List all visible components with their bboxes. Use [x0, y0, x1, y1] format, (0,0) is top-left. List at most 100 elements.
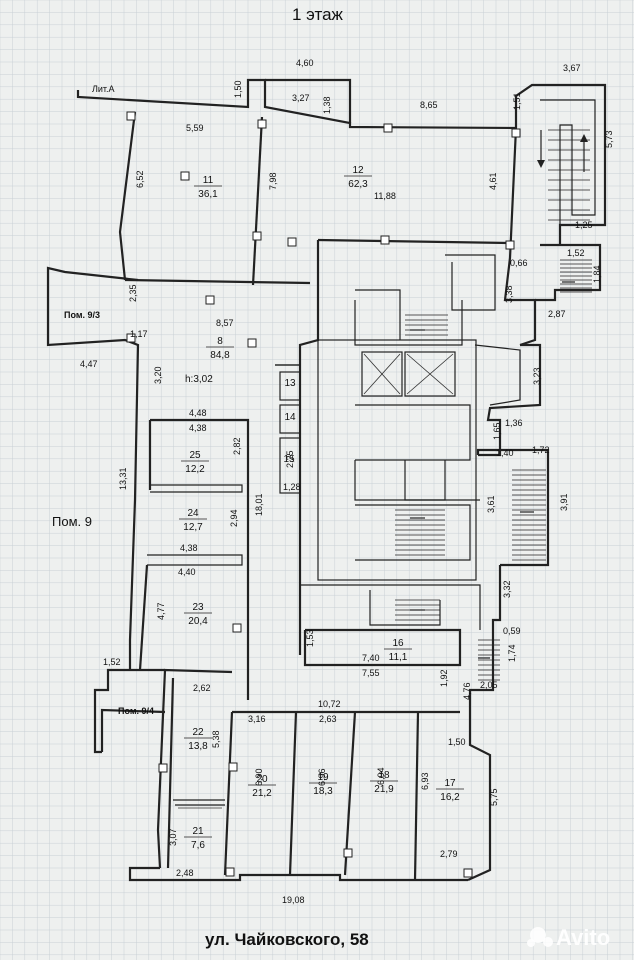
column-marker — [232, 623, 242, 633]
dimension-label: 4,38 — [189, 423, 207, 433]
dimension-label: 4,47 — [80, 359, 98, 369]
dimension-label: 1,28 — [283, 482, 301, 492]
dimension-label: 11,88 — [374, 191, 396, 201]
dimension-label: 3,91 — [559, 493, 569, 511]
outer-walls — [46, 78, 607, 882]
room-number-25: 25 — [189, 450, 201, 461]
dimension-label: 1,92 — [439, 669, 449, 687]
column-marker — [126, 333, 136, 343]
dimension-label: 6,52 — [135, 170, 145, 188]
room-area-25: 12,2 — [185, 464, 205, 475]
dimension-label: 1,40 — [496, 448, 514, 458]
room-area-8: 84,8 — [210, 350, 230, 361]
dimension-label: 2,62 — [193, 683, 211, 693]
floor-title: 1 этаж — [292, 5, 344, 24]
column-marker — [225, 867, 235, 877]
dimension-label: 7,40 — [362, 653, 380, 663]
dimension-label: 1,74 — [507, 644, 517, 662]
watermark-text: Avito — [556, 925, 610, 950]
avito-watermark: Avito — [527, 925, 610, 950]
room-area-18: 21,9 — [374, 784, 394, 795]
room-area-16: 11,1 — [389, 652, 408, 663]
dimension-label: 1,36 — [505, 418, 523, 428]
dimension-label: 1,52 — [567, 248, 585, 258]
dimension-label: 4,40 — [178, 567, 196, 577]
dimension-label: 8,65 — [420, 100, 438, 110]
dimension-label: 1,50 — [448, 737, 466, 747]
dimension-label: 2,25 — [285, 450, 295, 468]
dimension-label: 2,79 — [440, 849, 458, 859]
dimension-label: 3,20 — [153, 366, 163, 384]
room-number-21: 21 — [192, 826, 204, 837]
dimension-label: 2,63 — [319, 714, 337, 724]
dimension-label: 1,52 — [103, 657, 121, 667]
dimension-label: 6,96 — [317, 768, 327, 786]
column-marker — [511, 128, 521, 138]
column-marker — [180, 171, 190, 181]
pom-9-label: Пом. 9 — [52, 514, 92, 529]
dimension-label: 4,60 — [296, 58, 314, 68]
dimension-label: 10,72 — [318, 699, 341, 709]
dimension-label: 1,38 — [322, 96, 332, 114]
room-area-17: 16,2 — [440, 792, 460, 803]
room-number-11: 11 — [203, 175, 214, 186]
dimension-label: 6,90 — [254, 768, 264, 786]
room-number-17: 17 — [444, 778, 456, 789]
dimension-label: 2,82 — [232, 437, 242, 455]
height-label: h:3,02 — [185, 374, 213, 385]
dimension-label: 3,67 — [563, 63, 581, 73]
dimension-label: 4,48 — [189, 408, 207, 418]
dimension-label: 3,38 — [504, 285, 514, 303]
dimension-label: 5,59 — [186, 123, 204, 133]
room-number-13: 13 — [284, 378, 296, 389]
dimension-label: 4,77 — [156, 602, 166, 620]
dimension-label: 4,38 — [180, 543, 198, 553]
dimension-label: 19,08 — [282, 895, 305, 905]
dimension-label: 1,25 — [575, 220, 593, 230]
column-marker — [205, 295, 215, 305]
dimension-label: 18,01 — [254, 493, 264, 516]
dimension-label: 5,73 — [604, 130, 614, 148]
dimension-label: 4,76 — [462, 682, 472, 700]
room-number-22: 22 — [192, 727, 204, 738]
dimension-label: 3,32 — [502, 580, 512, 598]
dimension-label: 7,55 — [362, 668, 380, 678]
room-area-21: 7,6 — [191, 840, 205, 851]
room-number-24: 24 — [187, 508, 199, 519]
column-marker — [228, 762, 238, 772]
dimension-label: 13,31 — [118, 467, 128, 490]
columns — [126, 111, 521, 878]
dimension-label: 2,48 — [176, 868, 194, 878]
column-marker — [383, 123, 393, 133]
labels: 1 этаж Лит.А Пом. 9 Пом. 9/3 Пом. 9/4 h:… — [52, 5, 369, 949]
dimension-label: 0,66 — [510, 258, 528, 268]
room-number-23: 23 — [192, 602, 204, 613]
column-marker — [287, 237, 297, 247]
column-marker — [343, 848, 353, 858]
dimension-label: 7,98 — [268, 172, 278, 190]
dimension-label: 1,65 — [492, 422, 502, 440]
room-number-16: 16 — [392, 638, 404, 649]
dimension-label: 1,53 — [305, 629, 315, 647]
dimension-label: 1,51 — [512, 92, 522, 110]
room-area-12: 62,3 — [348, 179, 368, 190]
column-marker — [380, 235, 390, 245]
room-area-23: 20,4 — [188, 616, 208, 627]
dimension-label: 1,50 — [233, 80, 243, 98]
room-number-19: 19 — [317, 772, 329, 783]
column-marker — [463, 868, 473, 878]
dimension-label: 6,94 — [376, 767, 386, 785]
room-area-19: 18,3 — [313, 786, 333, 797]
column-marker — [252, 231, 262, 241]
room-area-11: 36,1 — [198, 189, 218, 200]
dimension-label: 2,05 — [480, 680, 498, 690]
room-area-24: 12,7 — [183, 522, 203, 533]
room-area-20: 21,2 — [252, 788, 272, 799]
room-number-20: 20 — [256, 774, 268, 785]
column-marker — [257, 119, 267, 129]
dimension-label: 0,59 — [503, 626, 521, 636]
lit-label: Лит.А — [92, 84, 115, 94]
dimension-label: 2,35 — [128, 284, 138, 302]
room-number-18: 18 — [378, 770, 390, 781]
